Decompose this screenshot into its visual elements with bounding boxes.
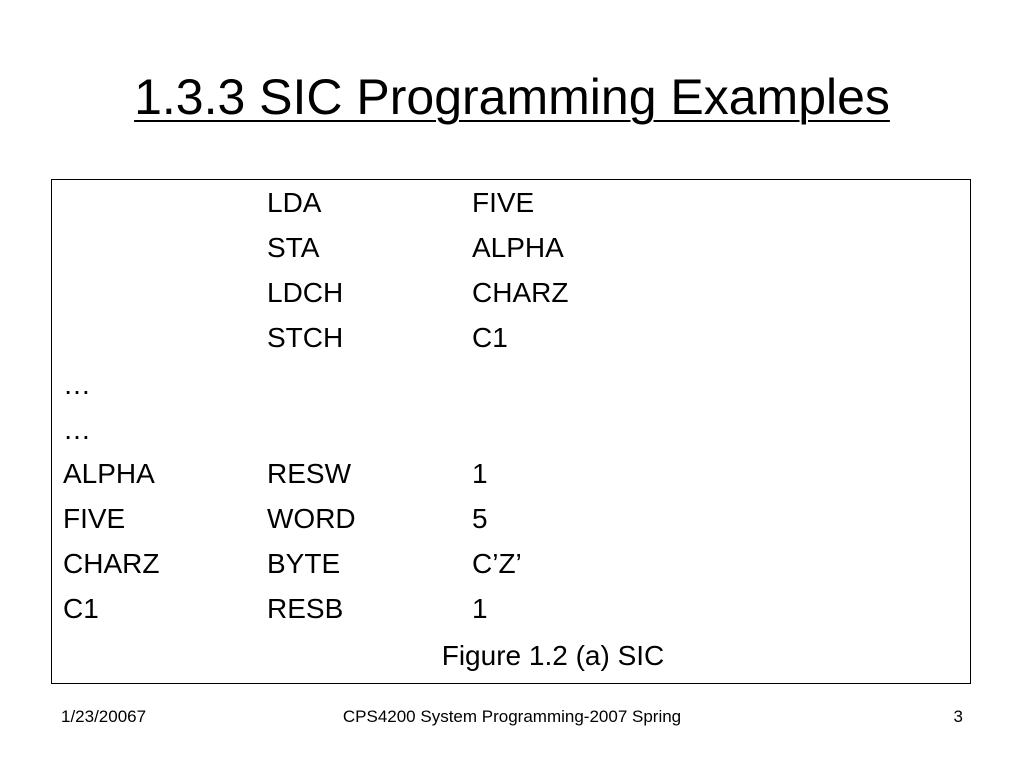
- code-row: CHARZ BYTE C’Z’: [52, 541, 970, 587]
- code-row: …: [52, 407, 970, 453]
- code-label: …: [63, 414, 91, 445]
- code-opcode: STCH: [267, 322, 344, 353]
- code-label: ALPHA: [63, 458, 155, 489]
- code-row: LDA FIVE: [52, 180, 970, 226]
- code-operand: FIVE: [472, 187, 535, 218]
- footer-date: 1/23/20067: [61, 707, 147, 726]
- code-listing-box: LDA FIVE STA ALPHA LDCH CHARZ STCH C1 … …: [51, 179, 971, 684]
- code-row: C1 RESB 1: [52, 586, 970, 632]
- code-opcode: RESW: [267, 458, 351, 489]
- code-operand: CHARZ: [472, 277, 569, 308]
- code-opcode: RESB: [267, 593, 344, 624]
- code-operand: ALPHA: [472, 232, 564, 263]
- code-row: FIVE WORD 5: [52, 496, 970, 542]
- code-operand: 5: [472, 503, 488, 534]
- footer-page-number: 3: [953, 707, 963, 726]
- code-label: …: [63, 369, 91, 400]
- code-operand: C1: [472, 322, 508, 353]
- code-row: STA ALPHA: [52, 225, 970, 271]
- code-opcode: LDA: [267, 187, 322, 218]
- code-operand: 1: [472, 458, 488, 489]
- code-opcode: WORD: [267, 503, 356, 534]
- slide-title: 1.3.3 SIC Programming Examples: [0, 66, 1024, 128]
- code-row: ALPHA RESW 1: [52, 451, 970, 497]
- code-operand: C’Z’: [472, 548, 522, 579]
- code-opcode: LDCH: [267, 277, 344, 308]
- code-opcode: STA: [267, 232, 320, 263]
- code-label: FIVE: [63, 503, 126, 534]
- code-operand: 1: [472, 593, 488, 624]
- code-opcode: BYTE: [267, 548, 341, 579]
- code-row: …: [52, 362, 970, 408]
- code-label: CHARZ: [63, 548, 160, 579]
- code-row: LDCH CHARZ: [52, 270, 970, 316]
- slide-title-text: 1.3.3 SIC Programming Examples: [134, 69, 890, 125]
- figure-caption: Figure 1.2 (a) SIC: [441, 640, 665, 671]
- footer-course: CPS4200 System Programming-2007 Spring: [342, 707, 682, 726]
- code-row: STCH C1: [52, 315, 970, 361]
- code-label: C1: [63, 593, 99, 624]
